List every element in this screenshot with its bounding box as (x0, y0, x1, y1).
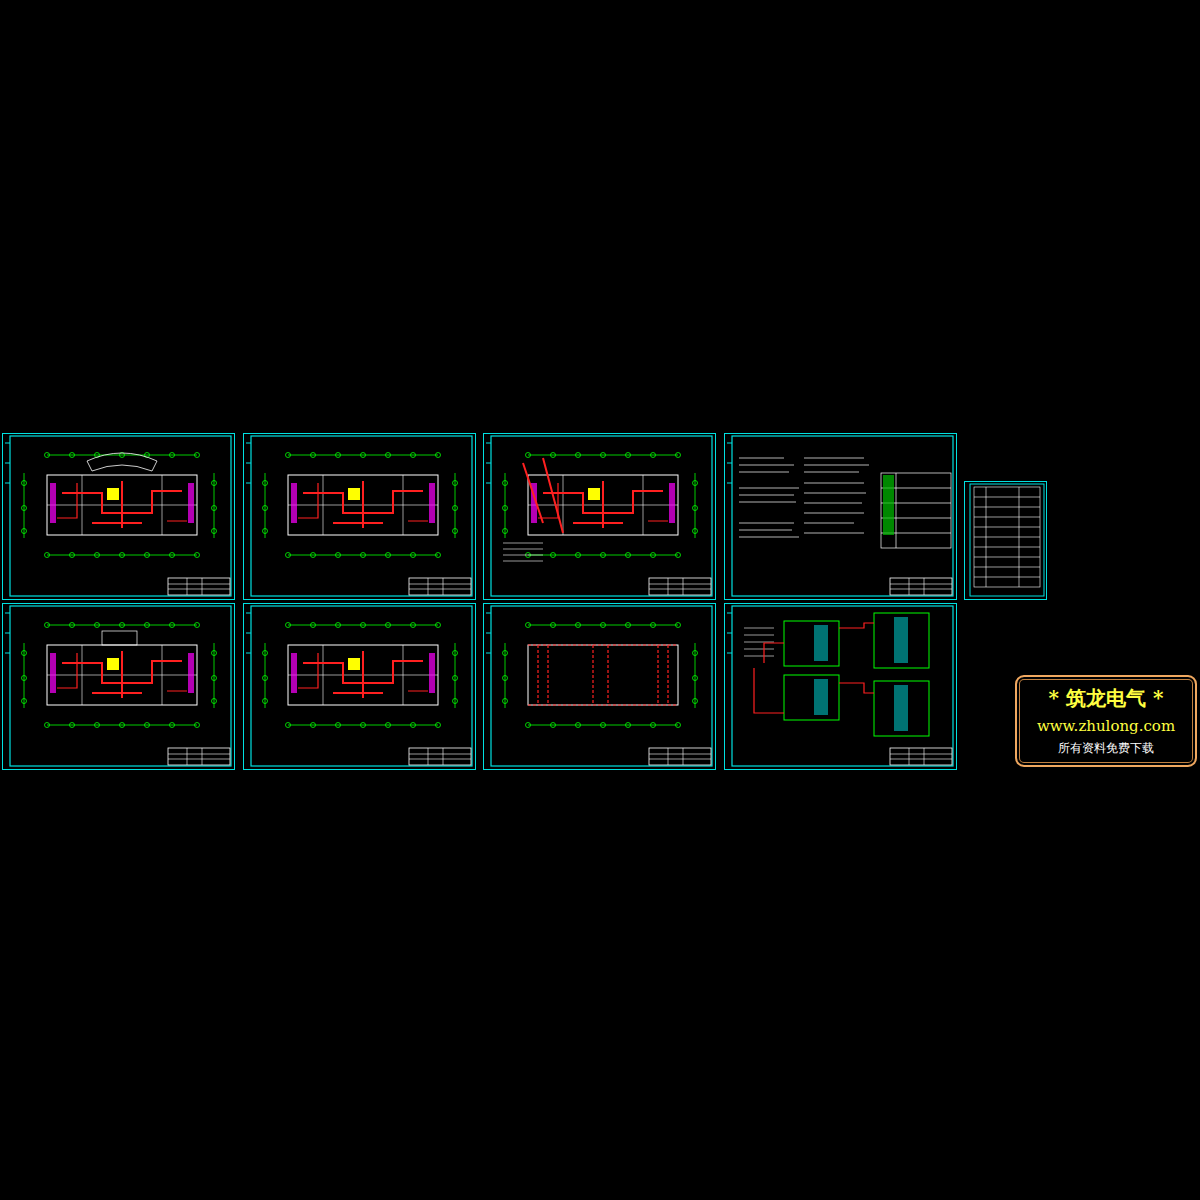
watermark-box: * 筑龙电气 * www.zhulong.com 所有资料免费下载 (1015, 675, 1197, 767)
watermark-text: 所有资料免费下载 (1058, 741, 1154, 755)
watermark-text: www.zhulong.com (1037, 717, 1175, 735)
watermark-text: * 筑龙电气 * (1049, 686, 1164, 710)
